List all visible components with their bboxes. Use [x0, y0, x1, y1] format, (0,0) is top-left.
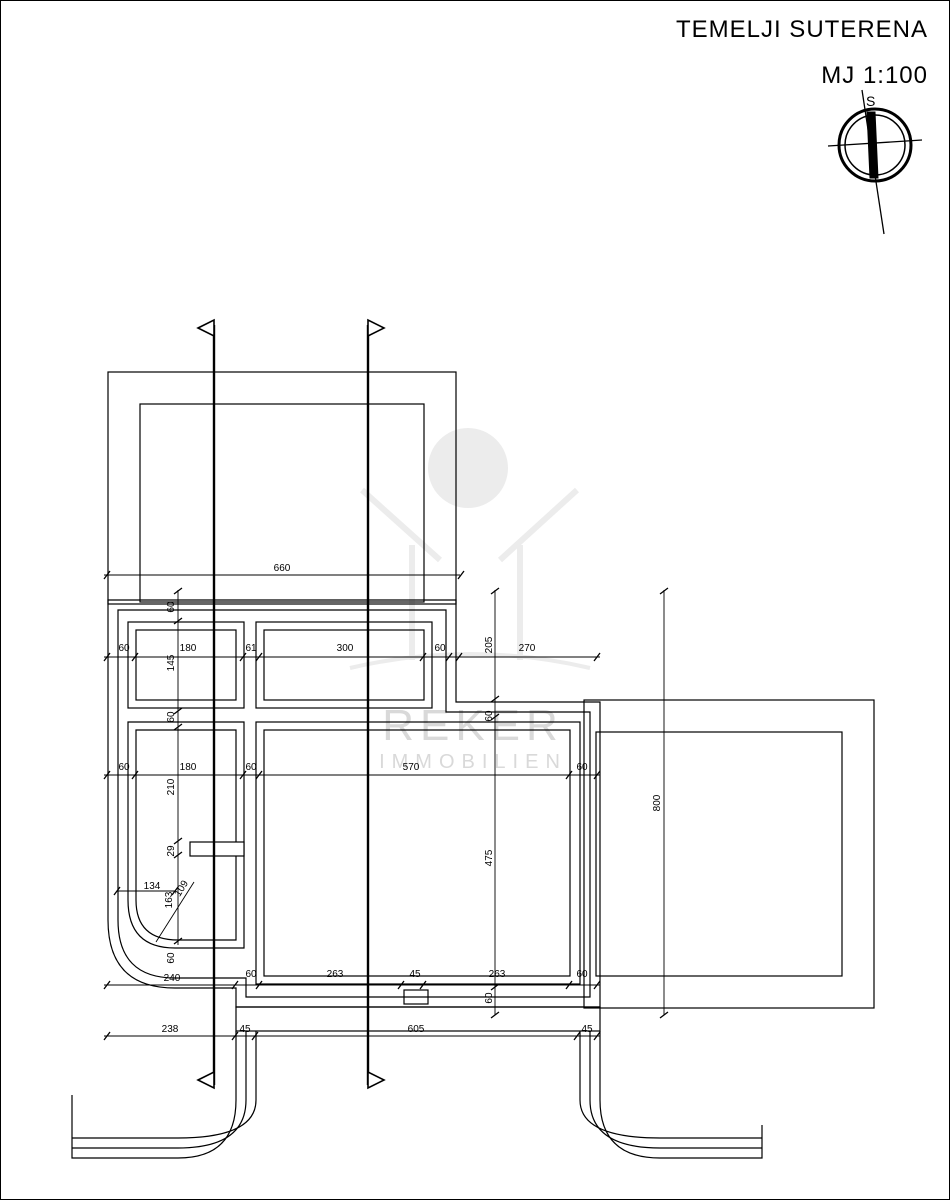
dim-605: 605	[408, 1024, 425, 1035]
section-cuts	[196, 318, 386, 1090]
bottom-strip	[235, 1006, 601, 1032]
dim-180-row2: 180	[180, 762, 197, 773]
north-arrow-symbol: S	[827, 89, 923, 235]
section-arrow-bl	[196, 1070, 215, 1090]
room-a-outer	[127, 621, 245, 709]
wall-niche	[189, 841, 245, 857]
stair-left-inner	[72, 1031, 257, 1139]
dim-270: 270	[519, 643, 536, 654]
dim-60-vert-a: 60	[166, 601, 177, 613]
room-b-outer	[255, 621, 433, 709]
dim-60-row3-a: 60	[245, 969, 257, 980]
dim-263-b: 263	[489, 969, 506, 980]
dim-109: 109	[173, 878, 191, 898]
drawing-scale: MJ 1:100	[821, 62, 928, 89]
watermark-brand: REKER	[382, 701, 564, 750]
foundation-walls	[71, 371, 875, 1159]
dim-61: 61	[245, 643, 257, 654]
dim-60-row3-b: 60	[576, 969, 588, 980]
watermark-sub: IMMOBILIEN	[379, 751, 567, 773]
stair-left-mid	[72, 1031, 247, 1149]
stair-left-outer	[71, 1031, 237, 1159]
room-b-inner	[263, 629, 425, 701]
small-foundation-block	[403, 989, 429, 1005]
dim-45-b: 45	[239, 1024, 251, 1035]
stair-right-inner	[579, 1031, 762, 1139]
dim-60-vert-d: 60	[166, 952, 177, 964]
dim-570: 570	[403, 762, 420, 773]
dim-60-row2-b: 60	[245, 762, 257, 773]
room-c-outer	[127, 721, 245, 949]
room-d-outer	[255, 721, 581, 985]
dim-60-vert-e: 60	[484, 992, 495, 1004]
dim-475: 475	[484, 849, 495, 866]
dim-60-row2-c: 60	[576, 762, 588, 773]
room-d-inner	[263, 729, 571, 977]
dim-660: 660	[274, 563, 291, 574]
dim-45-c: 45	[581, 1024, 593, 1035]
main-outline-inner	[117, 609, 591, 998]
drawing-title: TEMELJI SUTERENA	[675, 16, 928, 43]
dim-800: 800	[652, 794, 663, 811]
north-letter: S	[866, 93, 875, 109]
terrace-outer	[583, 699, 875, 1009]
dim-45-a: 45	[409, 969, 421, 980]
top-annex-outer	[107, 371, 457, 605]
dim-145: 145	[166, 654, 177, 671]
dimension-labels: 660 60 180 61 300 60 270 205 60 145 60 6…	[118, 563, 663, 1035]
dim-238: 238	[162, 1024, 179, 1035]
dimension-lines	[104, 574, 665, 1037]
main-outline	[107, 599, 601, 1008]
dim-205: 205	[484, 636, 495, 653]
top-annex-inner	[139, 403, 425, 603]
room-c-inner	[135, 729, 237, 941]
terrace-inner	[595, 731, 843, 977]
dim-240: 240	[164, 973, 181, 984]
dim-60-row1-a: 60	[118, 643, 130, 654]
section-arrow-tr	[367, 318, 386, 338]
dim-60-row2-a: 60	[118, 762, 130, 773]
dim-134: 134	[144, 881, 161, 892]
dimension-ticks	[103, 570, 669, 1041]
dim-263-a: 263	[327, 969, 344, 980]
dim-60-row1-b: 60	[434, 643, 446, 654]
stair-right-mid	[589, 1031, 762, 1149]
dim-300: 300	[337, 643, 354, 654]
section-arrow-tl	[196, 318, 215, 338]
dim-60-vert-c: 60	[484, 710, 495, 722]
section-arrow-br	[367, 1070, 386, 1090]
dim-29: 29	[166, 845, 177, 857]
dim-163: 163	[164, 891, 175, 908]
dim-60-vert-b: 60	[166, 711, 177, 723]
stair-right-outer	[599, 1031, 763, 1159]
room-a-inner	[135, 629, 237, 701]
reker-watermark: REKER IMMOBILIEN	[349, 428, 591, 773]
dim-210: 210	[166, 778, 177, 795]
dim-180-row1: 180	[180, 643, 197, 654]
